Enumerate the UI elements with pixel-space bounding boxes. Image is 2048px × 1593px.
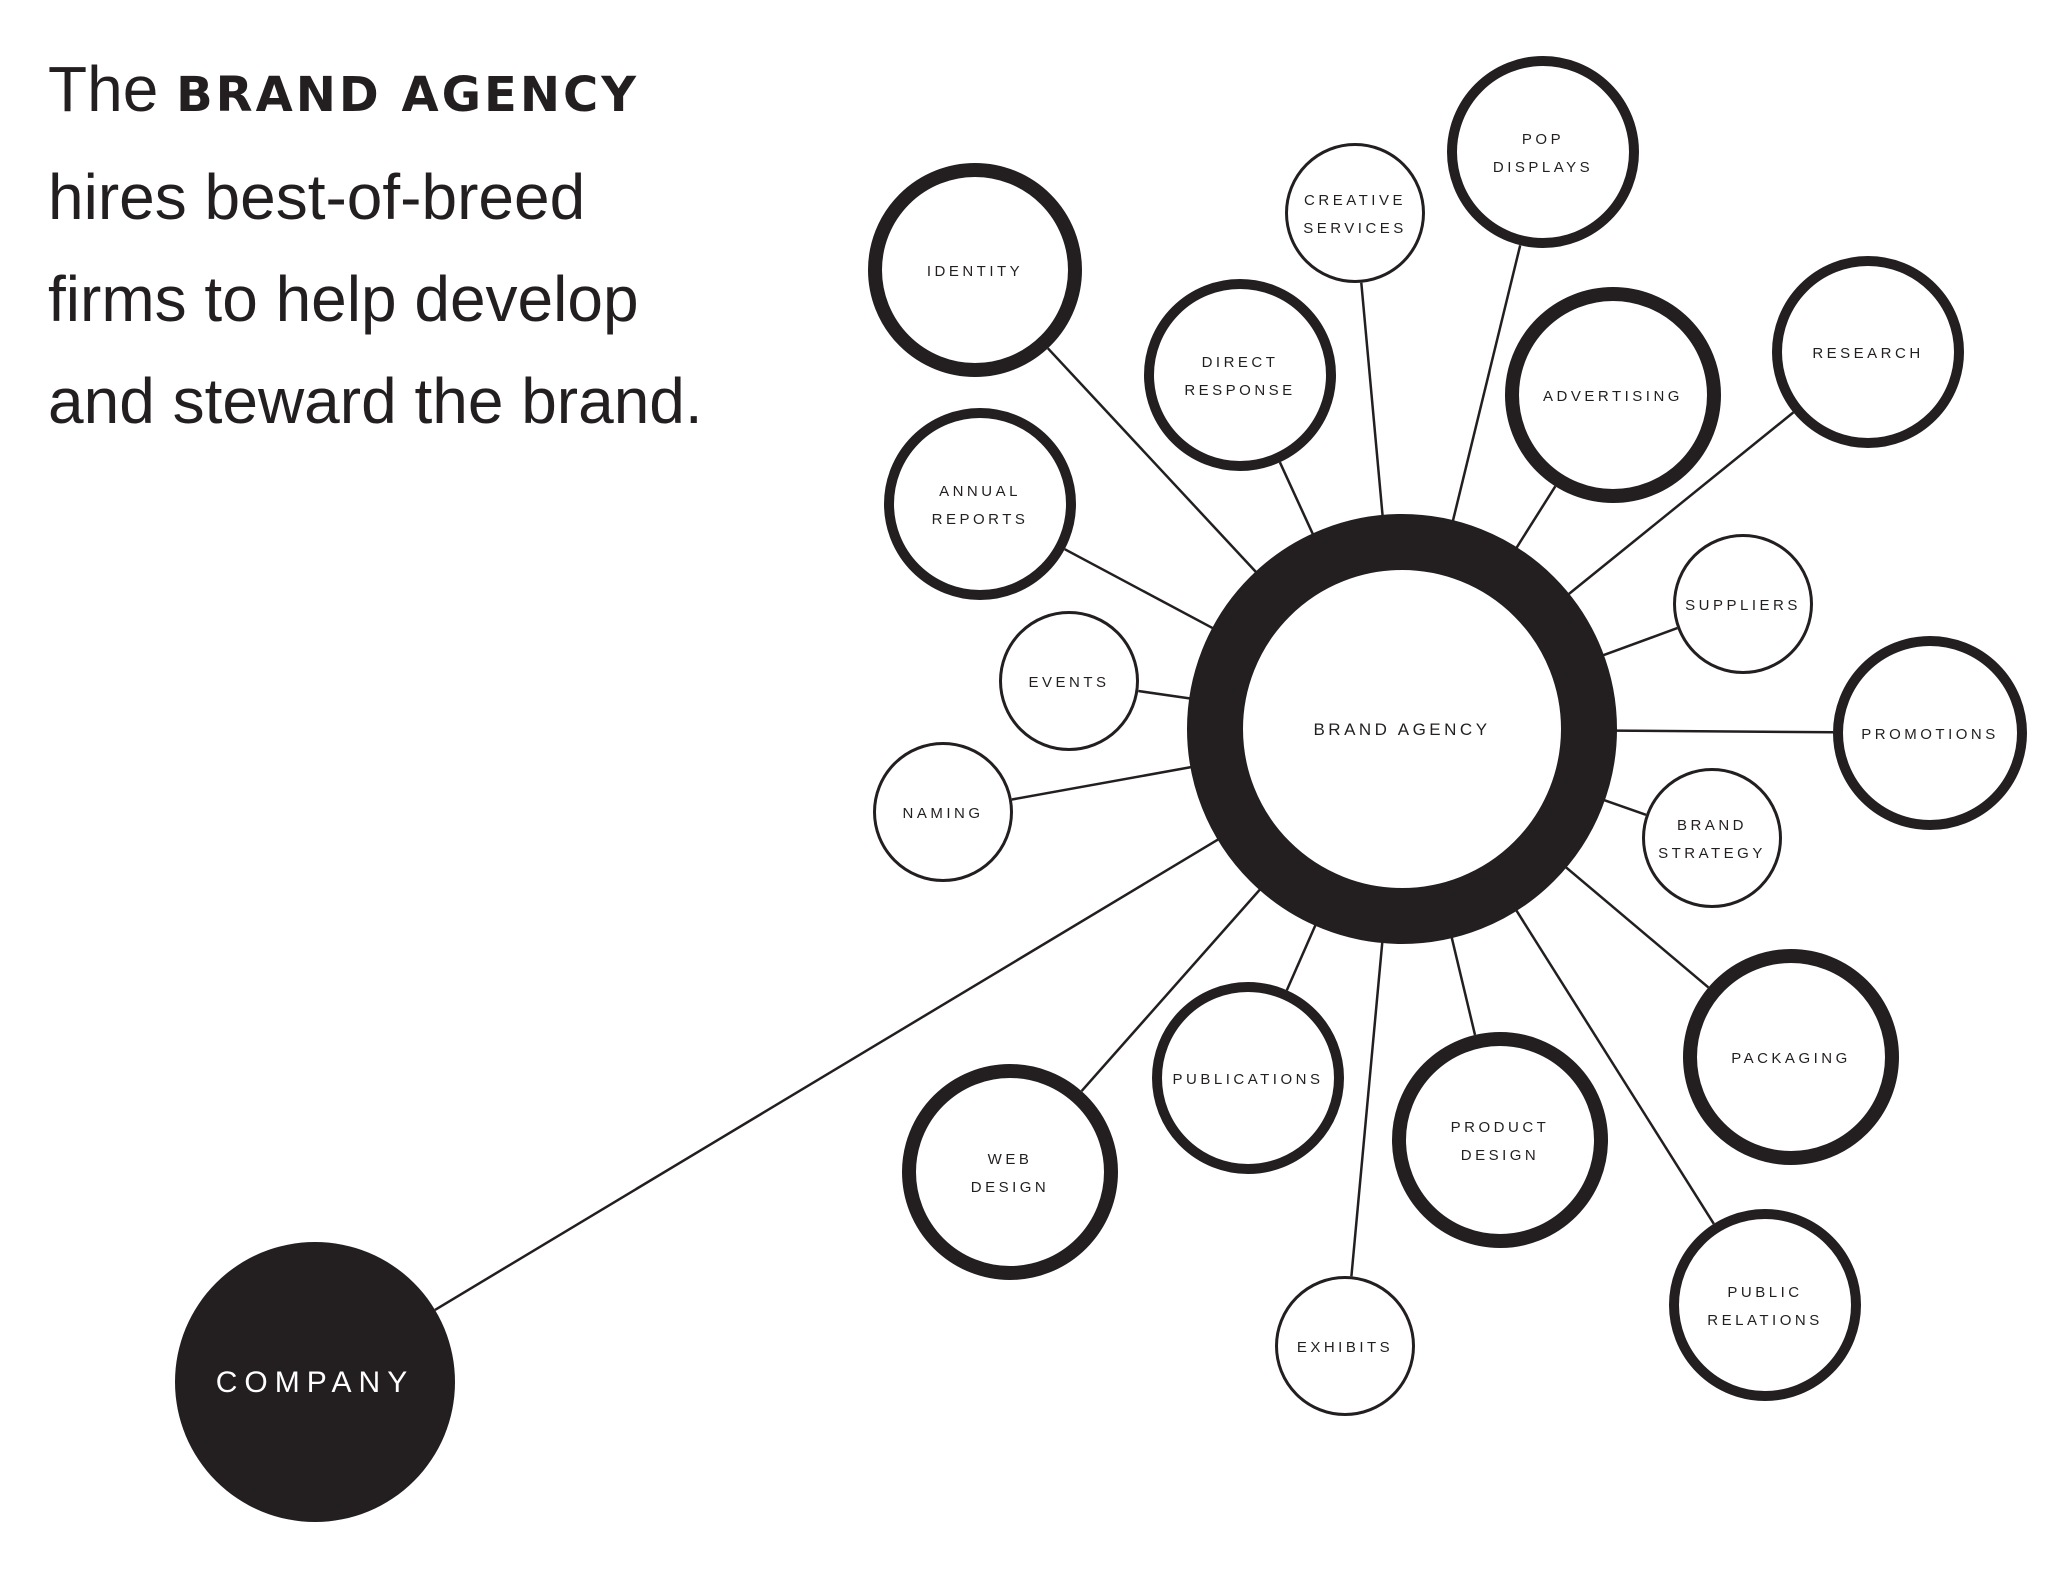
exhibits-connector	[1350, 940, 1384, 1277]
company-connector	[434, 837, 1221, 1311]
firm-label-advertising: ADVERTISING	[1543, 388, 1683, 405]
firm-node-pop-displays: POP DISPLAYS	[1447, 56, 1639, 248]
firm-label-pop-displays-line-1: POP	[1522, 131, 1564, 148]
firm-node-events: EVENTS	[999, 611, 1139, 751]
firm-label-pop-displays-line-2: DISPLAYS	[1493, 159, 1593, 176]
firm-label-public-relations-line-2: RELATIONS	[1707, 1312, 1822, 1329]
firm-label-web-design-line-1: WEB	[988, 1151, 1033, 1168]
firm-circle-creative-services	[1285, 143, 1425, 283]
firm-circle-direct-response	[1144, 279, 1336, 471]
headline-line-4: and steward the brand.	[48, 365, 703, 437]
firm-nodes: IDENTITY CREATIVE SERVICES POP DISPLAYS DIREC…	[868, 56, 2027, 1416]
brand-agency-hub-ring	[1187, 514, 1617, 944]
firm-node-publications: PUBLICATIONS	[1152, 982, 1344, 1174]
firm-label-product-design-line-2: DESIGN	[1461, 1147, 1540, 1164]
firm-label-promotions: PROMOTIONS	[1861, 726, 1999, 743]
headline-emphasis: BRAND AGENCY	[176, 67, 639, 123]
company-node: COMPANY	[175, 1242, 455, 1522]
creative-services-connector	[1360, 282, 1384, 518]
firm-label-brand-strategy-line-1: BRAND	[1677, 817, 1747, 834]
research-connector	[1566, 411, 1795, 596]
direct-response-connector	[1278, 461, 1315, 536]
firm-label-suppliers: SUPPLIERS	[1685, 597, 1801, 614]
firm-circle-research	[1772, 256, 1964, 448]
firm-label-product-design-line-1: PRODUCT	[1451, 1119, 1550, 1136]
brand-agency-hub-label: BRAND AGENCY	[1313, 720, 1490, 739]
firm-circle-pop-displays	[1447, 56, 1639, 248]
headline-line-2: hires best-of-breed	[48, 161, 586, 233]
firm-label-identity: IDENTITY	[927, 263, 1023, 280]
connectors	[434, 245, 1834, 1311]
firm-node-direct-response: DIRECT RESPONSE	[1144, 279, 1336, 471]
firm-node-suppliers: SUPPLIERS	[1673, 534, 1813, 674]
headline-line-3: firms to help develop	[48, 263, 639, 335]
firm-node-web-design: WEB DESIGN	[902, 1064, 1118, 1280]
public-relations-connector	[1514, 908, 1715, 1225]
annual-reports-connector	[1064, 548, 1215, 630]
pop-displays-connector	[1451, 245, 1522, 523]
firm-node-public-relations: PUBLIC RELATIONS	[1669, 1209, 1861, 1401]
firm-label-creative-services-line-1: CREATIVE	[1304, 192, 1406, 209]
events-connector	[1138, 689, 1192, 700]
firm-label-packaging: PACKAGING	[1731, 1050, 1851, 1067]
web-design-connector	[1080, 887, 1262, 1092]
firm-label-creative-services-line-2: SERVICES	[1303, 220, 1407, 237]
promotions-connector	[1614, 729, 1834, 734]
advertising-connector	[1514, 485, 1557, 550]
firm-circle-advertising	[1505, 287, 1721, 503]
firm-circle-publications	[1152, 982, 1344, 1174]
firm-circle-brand-strategy	[1642, 768, 1782, 908]
identity-connector	[1046, 347, 1258, 574]
firm-circle-public-relations	[1669, 1209, 1861, 1401]
firm-circle-suppliers	[1673, 534, 1813, 674]
firm-node-annual-reports: ANNUAL REPORTS	[884, 408, 1076, 600]
product-design-connector	[1450, 935, 1477, 1036]
firm-label-research: RESEARCH	[1812, 345, 1923, 362]
firm-circle-exhibits	[1275, 1276, 1415, 1416]
firm-node-creative-services: CREATIVE SERVICES	[1285, 143, 1425, 283]
firm-circle-naming	[873, 742, 1013, 882]
firm-circle-annual-reports	[884, 408, 1076, 600]
company-disc	[175, 1242, 455, 1522]
firm-label-web-design-line-2: DESIGN	[971, 1179, 1050, 1196]
firm-label-brand-strategy-line-2: STRATEGY	[1658, 845, 1766, 862]
firm-label-annual-reports-line-2: REPORTS	[932, 511, 1029, 528]
firm-circle-events	[999, 611, 1139, 751]
firm-node-packaging: PACKAGING	[1683, 949, 1899, 1165]
brand-agency-hub: BRAND AGENCY	[1187, 514, 1617, 944]
firm-label-exhibits: EXHIBITS	[1297, 1339, 1393, 1356]
firm-circle-packaging	[1683, 949, 1899, 1165]
headline: The BRAND AGENCY hires best-of-breed firms…	[48, 38, 828, 452]
firm-label-direct-response-line-1: DIRECT	[1202, 354, 1279, 371]
firm-node-promotions: PROMOTIONS	[1833, 636, 2027, 830]
firm-node-research: RESEARCH	[1772, 256, 1964, 448]
firm-node-exhibits: EXHIBITS	[1275, 1276, 1415, 1416]
firm-circle-promotions	[1833, 636, 2027, 830]
firm-node-naming: NAMING	[873, 742, 1013, 882]
firm-label-public-relations-line-1: PUBLIC	[1727, 1284, 1802, 1301]
firm-label-naming: NAMING	[903, 805, 984, 822]
firm-label-direct-response-line-2: RESPONSE	[1184, 382, 1295, 399]
publications-connector	[1285, 923, 1318, 991]
brand-strategy-connector	[1602, 798, 1647, 816]
company-label: COMPANY	[216, 1366, 414, 1399]
suppliers-connector	[1601, 626, 1678, 657]
packaging-connector	[1563, 865, 1710, 989]
firm-label-annual-reports-line-1: ANNUAL	[939, 483, 1021, 500]
firm-label-events: EVENTS	[1028, 674, 1109, 691]
firm-node-identity: IDENTITY	[868, 163, 1082, 377]
firm-circle-identity	[868, 163, 1082, 377]
firm-node-brand-strategy: BRAND STRATEGY	[1642, 768, 1782, 908]
headline-prefix: The	[48, 53, 177, 125]
firm-node-advertising: ADVERTISING	[1505, 287, 1721, 503]
firm-circle-product-design	[1392, 1032, 1608, 1248]
firm-node-product-design: PRODUCT DESIGN	[1392, 1032, 1608, 1248]
firm-label-publications: PUBLICATIONS	[1173, 1071, 1324, 1088]
firm-circle-web-design	[902, 1064, 1118, 1280]
naming-connector	[1011, 765, 1193, 801]
